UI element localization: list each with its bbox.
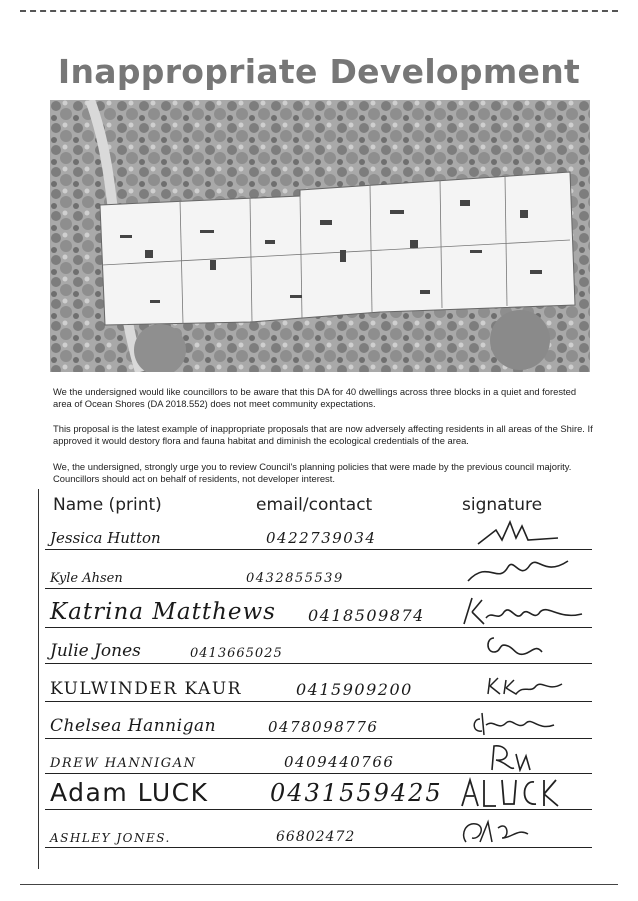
signature-mark xyxy=(473,712,555,736)
signature-mark xyxy=(491,745,531,772)
signature-mark xyxy=(462,819,529,843)
signature-mark xyxy=(477,519,559,545)
signer-contact: 0431559425 xyxy=(270,779,443,807)
page-title: Inappropriate Development xyxy=(57,52,581,91)
signature-mark xyxy=(463,597,583,625)
top-border xyxy=(20,10,618,14)
signature-row: Adam LUCK 0431559425 xyxy=(40,770,592,810)
intro-paragraph: We the undersigned would like councillor… xyxy=(53,386,577,409)
row-line xyxy=(45,773,592,774)
signer-contact: 0409440766 xyxy=(284,753,395,771)
request-paragraph: We, the undersigned, strongly urge you t… xyxy=(53,461,572,484)
signer-name: Chelsea Hannigan xyxy=(50,716,217,736)
signature-row: Kyle Ahsen 0432855539 xyxy=(40,553,592,589)
left-margin-line xyxy=(38,489,41,869)
signature-row: Julie Jones 0413665025 xyxy=(40,628,592,664)
row-line xyxy=(45,738,592,739)
signer-name: KULWINDER KAUR xyxy=(50,679,242,699)
signer-contact: 0478098776 xyxy=(268,718,379,736)
signature-row: ASHLEY JONES. 66802472 xyxy=(40,812,592,848)
signer-name: Adam LUCK xyxy=(50,778,209,807)
signature-mark xyxy=(487,637,543,656)
signature-row: Chelsea Hannigan 0478098776 xyxy=(40,703,592,739)
signer-name: Kyle Ahsen xyxy=(50,571,123,586)
signature-mark xyxy=(461,776,559,807)
site-plan-aerial-image xyxy=(50,100,590,372)
signer-contact: 0422739034 xyxy=(266,529,377,547)
row-line xyxy=(45,663,592,664)
signature-row: Jessica Hutton 0422739034 xyxy=(40,514,592,550)
signature-row: DREW HANNIGAN 0409440766 xyxy=(40,738,592,774)
signer-contact: 0418509874 xyxy=(308,606,425,625)
signer-name: DREW HANNIGAN xyxy=(50,756,197,771)
signature-row: Katrina Matthews 0418509874 xyxy=(40,592,592,628)
signer-name: Katrina Matthews xyxy=(50,599,276,625)
row-line xyxy=(45,847,592,848)
signer-name: ASHLEY JONES. xyxy=(50,831,171,845)
signer-contact: 0413665025 xyxy=(190,646,283,661)
signer-name: Jessica Hutton xyxy=(50,529,161,547)
column-header-signature: signature xyxy=(462,495,543,515)
signature-row: KULWINDER KAUR 0415909200 xyxy=(40,666,592,702)
row-line xyxy=(45,701,592,702)
proposal-paragraph: This proposal is the latest example of i… xyxy=(53,423,593,446)
signature-mark xyxy=(467,560,569,582)
signature-mark xyxy=(487,677,563,695)
row-line xyxy=(45,549,592,550)
signer-contact: 66802472 xyxy=(276,829,356,845)
row-line xyxy=(45,627,592,628)
signer-name: Julie Jones xyxy=(50,641,141,661)
row-line xyxy=(45,809,592,810)
signer-contact: 0415909200 xyxy=(296,680,413,699)
signer-contact: 0432855539 xyxy=(246,571,344,586)
row-line xyxy=(45,588,592,589)
column-header-contact: email/contact xyxy=(256,495,373,515)
bottom-border xyxy=(20,884,618,885)
column-header-name: Name (print) xyxy=(53,495,162,515)
